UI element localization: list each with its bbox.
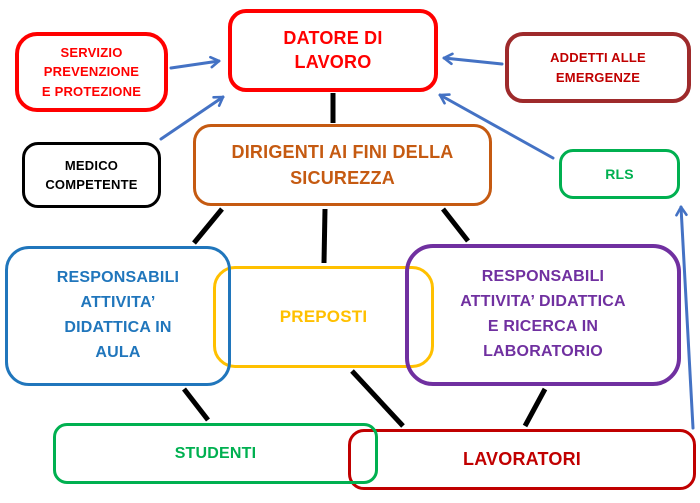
connector-dirigenti-resp-lab (441, 207, 470, 243)
connector-preposti-lavoratori (350, 369, 405, 428)
node-lavoratori: LAVORATORI (348, 429, 696, 490)
node-addetti-alle-emergenze: ADDETTI ALLE EMERGENZE (505, 32, 691, 103)
connector-resp-aula-studenti (182, 387, 210, 422)
node-responsabili-attivita-didattica-in-aula: RESPONSABILI ATTIVITA’ DIDATTICA IN AULA (5, 246, 231, 386)
node-preposti: PREPOSTI (213, 266, 434, 368)
node-rls: RLS (559, 149, 680, 199)
node-dirigenti-ai-fini-della-sicurezza: DIRIGENTI AI FINI DELLA SICUREZZA (193, 124, 492, 206)
connector-dirigenti-preposti (321, 208, 328, 264)
node-studenti: STUDENTI (53, 423, 378, 484)
node-datore-di-lavoro: DATORE DI LAVORO (228, 9, 438, 92)
arrow-addetti-datore (442, 52, 504, 66)
arrow-lavoratori-rls (675, 205, 695, 430)
node-responsabili-attivita-didattica-e-ricerca-in-laboratorio: RESPONSABILI ATTIVITA’ DIDATTICA E RICER… (405, 244, 681, 386)
arrow-servizio-datore (169, 55, 221, 70)
connector-resp-lab-lavoratori (522, 387, 548, 428)
node-medico-competente: MEDICO COMPETENTE (22, 142, 161, 208)
connector-dirigenti-resp-aula (192, 207, 224, 245)
node-servizio-prevenzione-e-protezione: SERVIZIO PREVENZIONE E PROTEZIONE (15, 32, 168, 112)
